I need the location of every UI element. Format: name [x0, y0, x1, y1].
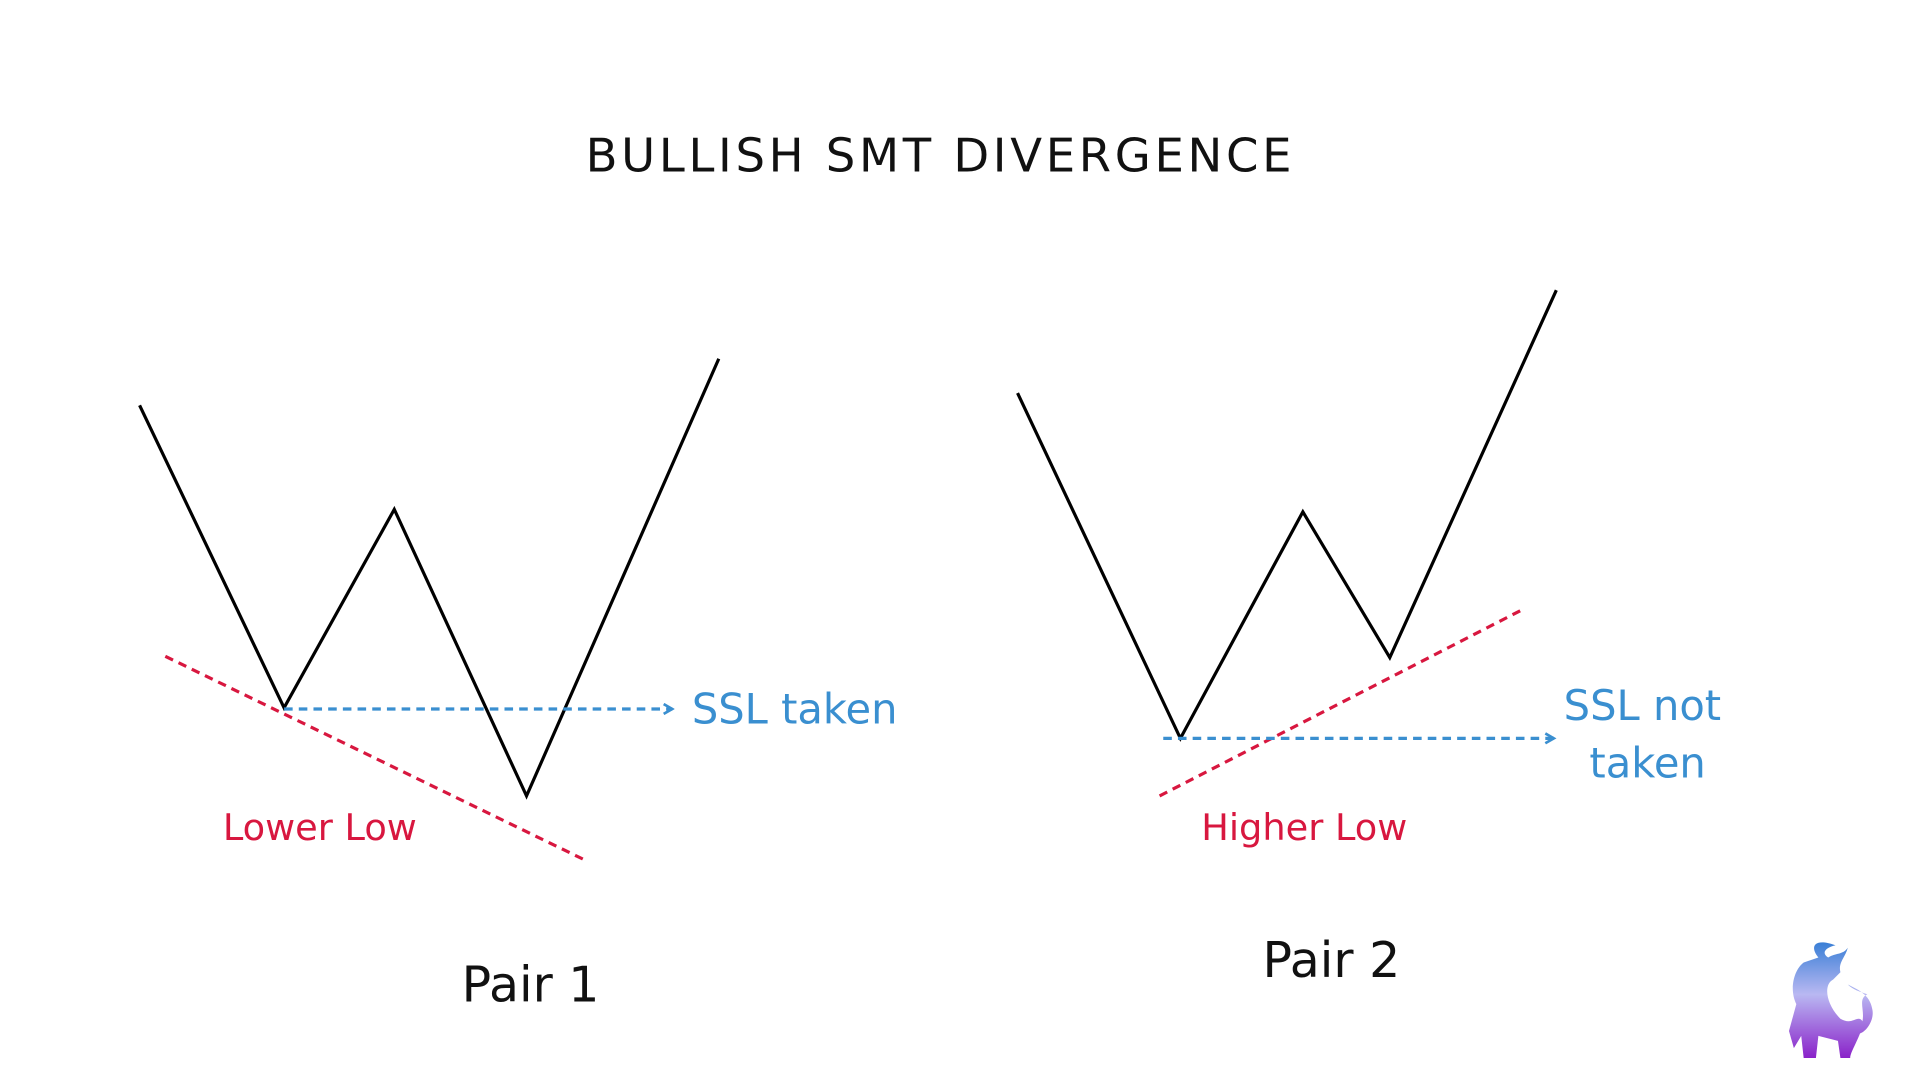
pair2-higher-low-label: Higher Low — [1201, 806, 1407, 849]
pair2-price-line — [1016, 289, 1558, 742]
diagram-title: BULLISH SMT DIVERGENCE — [586, 128, 1296, 182]
pair1-ssl-taken-label: SSL taken — [692, 685, 898, 734]
pair2-taken-label: taken — [1589, 739, 1705, 788]
pair1-lower-low-label: Lower Low — [223, 806, 417, 849]
pair2-diagram: SSL not taken Higher Low Pair 2 — [1016, 289, 1721, 989]
pair2-higher-low-trendline — [1158, 607, 1526, 798]
pair1-lower-low-trendline — [164, 654, 588, 863]
pair1-label: Pair 1 — [462, 957, 600, 1014]
pair2-ssl-not-label: SSL not — [1564, 681, 1721, 730]
bull-logo-icon — [1788, 942, 1873, 1058]
pair1-price-line — [138, 358, 721, 800]
pair2-label: Pair 2 — [1262, 932, 1400, 989]
pair1-diagram: SSL taken Lower Low Pair 1 — [138, 358, 898, 1014]
